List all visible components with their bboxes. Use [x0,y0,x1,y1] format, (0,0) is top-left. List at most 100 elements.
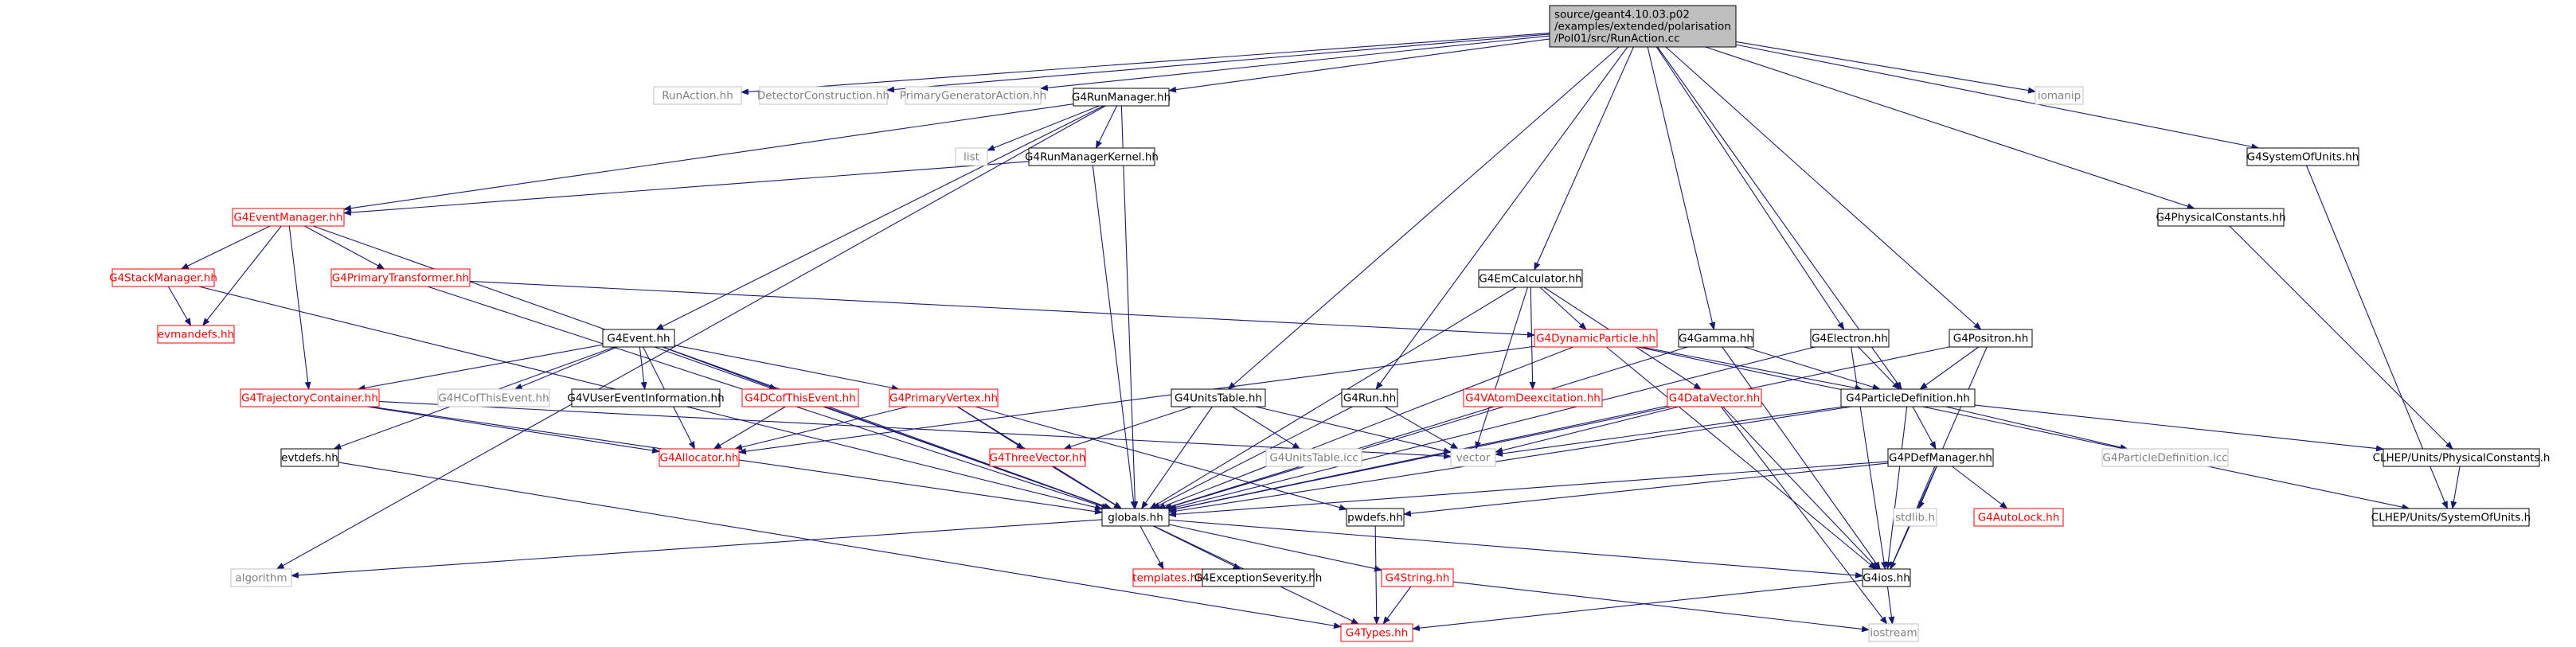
node-label-allocator: G4Allocator.hh [659,452,738,465]
edge-event-to-vuserevent [639,346,647,390]
node-box-threevector [989,448,1086,467]
edge-clhepconst-to-clhepsys [2450,466,2461,509]
node-physconst[interactable]: G4PhysicalConstants.hh [2156,208,2286,227]
node-sysunits[interactable]: G4SystemOfUnits.hh [2246,147,2359,166]
node-label-partdeficc: G4ParticleDefinition.icc [2102,452,2227,465]
node-ios[interactable]: G4ios.hh [1862,568,1911,587]
node-vector: vector [1450,448,1496,467]
node-box-primgen [905,86,1042,105]
node-autolock[interactable]: G4AutoLock.hh [1973,508,2064,527]
edge-datavector-to-globals [1168,406,1672,513]
edge-evtdefs-to-types [338,462,1342,629]
node-box-exsev [1202,568,1315,587]
node-box-runmgrkernel [1028,147,1155,166]
edge-primvertex-to-allocator [734,406,909,450]
edge-root-to-emcalc [1534,46,1634,271]
edge-eventmgr-to-stackmgr [180,225,271,270]
edge-pdefmgr-to-globals [1168,461,1889,518]
node-gamma[interactable]: G4Gamma.hh [1678,329,1754,348]
edge-threevector-to-globals [1051,466,1122,509]
edge-pdefmgr-to-pwdefs [1403,462,1889,517]
edge-eventmgr-to-trajcont [288,225,311,390]
edge-globals-to-string [1168,524,1382,572]
node-clhepsys[interactable]: CLHEP/Units/SystemOfUnits.h [2371,508,2531,527]
edge-dcofthis-to-allocator [713,406,786,450]
node-runmgr[interactable]: G4RunManager.hh [1072,88,1171,107]
node-list: list [955,147,988,166]
node-box-clhepconst [2383,448,2540,467]
node-allocator[interactable]: G4Allocator.hh [659,448,740,467]
node-dynpart[interactable]: G4DynamicParticle.hh [1534,329,1658,348]
node-atomdeex[interactable]: G4VAtomDeexcitation.hh [1463,388,1603,407]
node-vuserevent[interactable]: G4VUserEventInformation.hh [567,388,725,407]
node-unitstable[interactable]: G4UnitsTable.hh [1171,388,1266,407]
edge-runmgr-to-eventmgr [343,103,1074,212]
node-globals[interactable]: globals.hh [1101,508,1170,527]
edge-runmgrkernel-to-globals [1092,165,1137,509]
node-pwdefs[interactable]: pwdefs.hh [1346,508,1405,527]
node-label-pwdefs: pwdefs.hh [1347,512,1403,524]
node-box-gamma [1678,329,1754,348]
edge-electron-to-ios [1851,346,1887,570]
node-box-vector [1450,448,1496,467]
edge-ios-to-types [1412,579,1863,632]
node-run[interactable]: G4Run.hh [1341,388,1398,407]
node-box-vuserevent [571,388,721,407]
node-exsev[interactable]: G4ExceptionSeverity.hh [1194,568,1323,587]
node-event[interactable]: G4Event.hh [602,329,675,348]
node-label-electron: G4Electron.hh [1812,333,1888,345]
edge-event-to-trajcont [357,344,604,392]
edge-root-to-physconst [1705,46,2195,209]
node-positron[interactable]: G4Positron.hh [1949,329,2033,348]
node-eventmgr[interactable]: G4EventManager.hh [232,208,345,227]
edge-primtrans-to-dynpart [469,280,1535,338]
node-evmandefs[interactable]: evmandefs.hh [157,325,235,344]
edge-trajcont-to-allocator [366,406,660,454]
node-box-atomdeex [1463,388,1603,407]
node-threevector[interactable]: G4ThreeVector.hh [989,448,1086,467]
node-primvertex[interactable]: G4PrimaryVertex.hh [889,388,999,407]
edge-pdefmgr-to-autolock [1952,466,2008,509]
edge-unitstable-to-vector [1255,406,1452,454]
node-box-primtrans [330,268,471,287]
edge-dynpart-to-clhepsys [1637,346,2410,511]
edge-root-to-gamma [1647,46,1716,330]
edge-partdef-to-clhepconst [1974,404,2384,452]
edge-root-to-positron [1665,46,1982,330]
node-root[interactable]: source/geant4.10.03.p02/examples/extende… [1549,5,1737,48]
edge-eventmgr-to-evmandefs [202,225,282,326]
edge-emcalc-to-vector [1475,286,1529,450]
edge-run-to-globals [1151,406,1353,509]
edge-dynpart-to-partdef [1641,346,1863,392]
node-box-globals [1101,508,1170,527]
edge-root-to-primgen [1040,35,1550,92]
node-dcofthis[interactable]: G4DCofThisEvent.hh [741,388,859,407]
node-label-stackmgr: G4StackManager.hh [109,272,217,285]
node-box-primvertex [889,388,999,407]
node-string[interactable]: G4String.hh [1381,568,1454,587]
node-label-detcon: DetectorConstruction.hh [757,90,889,103]
node-electron[interactable]: G4Electron.hh [1810,329,1890,348]
node-label-templates: templates.hh [1132,572,1203,585]
node-box-algorithm [230,568,292,587]
node-stackmgr[interactable]: G4StackManager.hh [109,268,217,287]
edge-partdef-to-partdeficc [1945,406,2128,450]
node-label-runaction: RunAction.hh [662,90,733,103]
node-partdef[interactable]: G4ParticleDefinition.hh [1840,388,1976,407]
edge-root-to-runmgr [1168,38,1550,93]
node-templates[interactable]: templates.hh [1132,568,1204,587]
node-primtrans[interactable]: G4PrimaryTransformer.hh [330,268,471,287]
node-runmgrkernel[interactable]: G4RunManagerKernel.hh [1025,147,1159,166]
edge-root-to-unitstable [1227,46,1620,390]
node-datavector[interactable]: G4DataVector.hh [1667,388,1762,407]
node-box-stdlib [1893,508,1937,527]
edge-dynpart-to-allocator [738,345,1535,455]
node-trajcont[interactable]: G4TrajectoryContainer.hh [240,388,380,407]
edge-partdef-to-ios [1885,406,1908,570]
node-clhepconst[interactable]: CLHEP/Units/PhysicalConstants.h [2373,448,2551,467]
node-emcalc[interactable]: G4EmCalculator.hh [1478,269,1583,288]
node-pdefmgr[interactable]: G4PDefManager.hh [1887,448,1994,467]
node-types[interactable]: G4Types.hh [1340,623,1413,642]
node-evtdefs[interactable]: evtdefs.hh [280,448,339,467]
